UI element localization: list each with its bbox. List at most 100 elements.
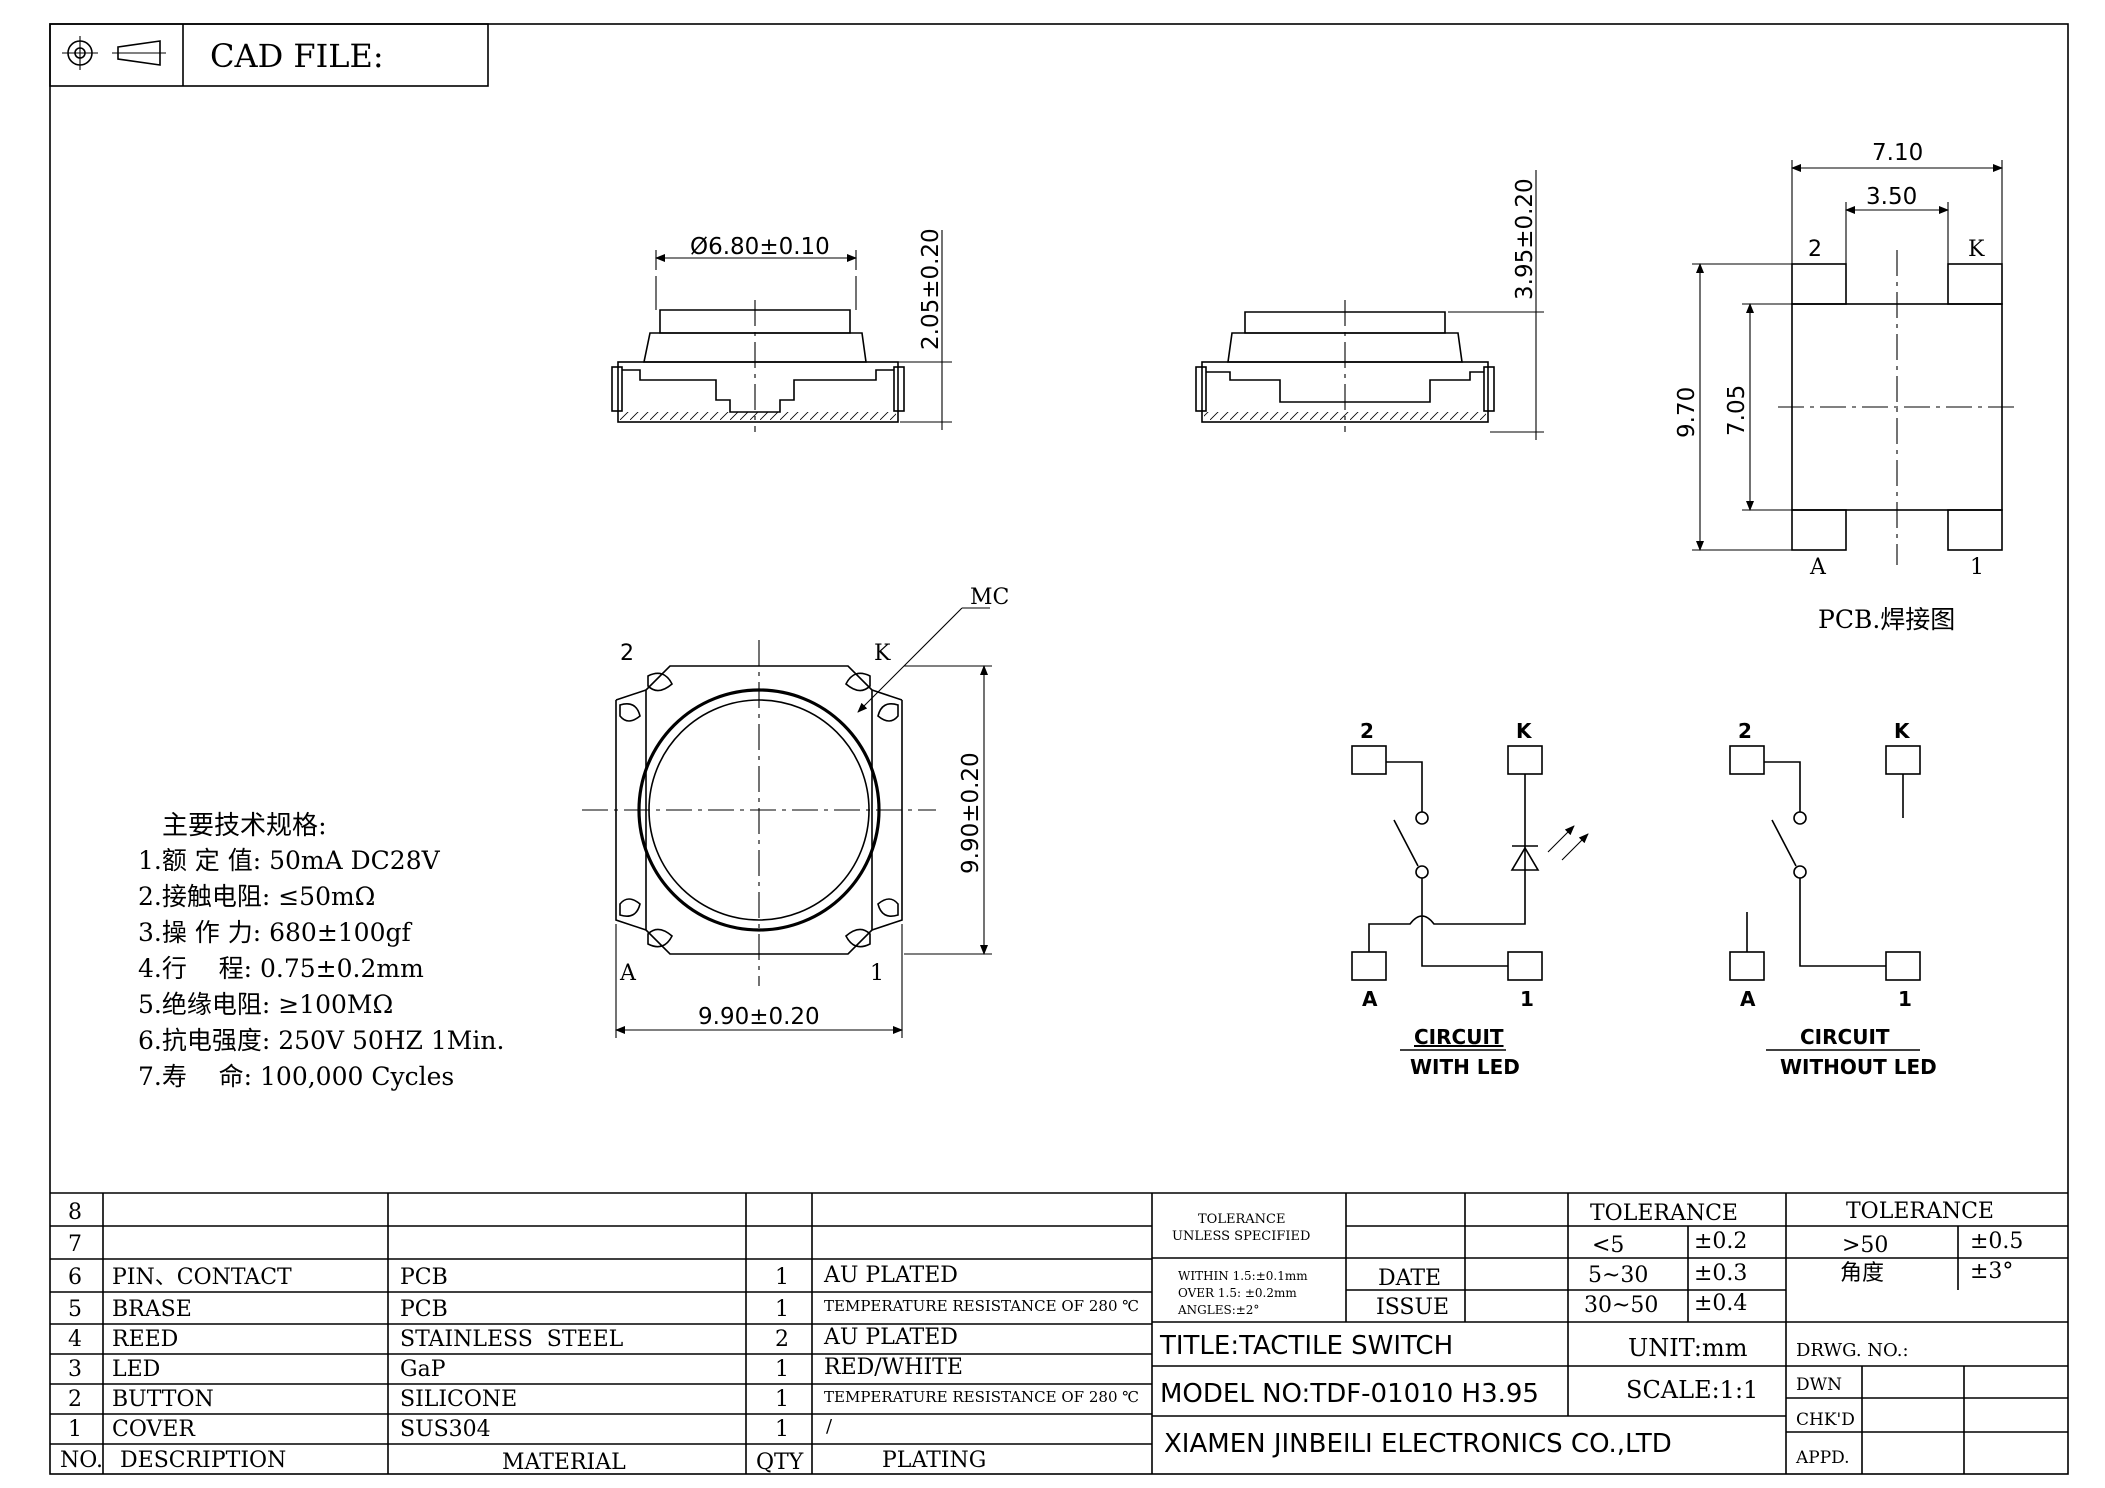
spec-item: 3.操 作 力: 680±100gf (138, 918, 413, 947)
bom-no: 1 (68, 1417, 82, 1442)
circuit-noled-pin-2: 2 (1738, 719, 1752, 743)
pcb-caption: PCB.焊接图 (1818, 605, 1955, 634)
bom-plating: TEMPERATURE RESISTANCE OF 280 ℃ (824, 1297, 1139, 1315)
bom-description: LED (112, 1357, 160, 1382)
dim-diameter: Ø6.80±0.10 (690, 234, 830, 260)
plan-view: MC 2 K A 1 9.90±0.20 9.90±0.20 (582, 585, 1009, 1038)
circuit-noled-title-2: WITHOUT LED (1780, 1055, 1937, 1079)
circuit-noled-pin-1: 1 (1898, 987, 1912, 1011)
bom-plating: / (826, 1416, 833, 1437)
circuit-led-title-1: CIRCUIT (1414, 1025, 1504, 1049)
corner-contacts (619, 672, 899, 948)
tolerance-label-1: TOLERANCE (1590, 1201, 1738, 1226)
bom-no: 8 (68, 1200, 82, 1225)
bom-no: 7 (68, 1232, 82, 1257)
table-row: 1 COVER SUS304 1 / (68, 1416, 833, 1442)
bom-plating: AU PLATED (823, 1263, 958, 1288)
bom-no: 5 (68, 1297, 82, 1322)
model-text: MODEL NO:TDF-01010 H3.95 (1160, 1379, 1539, 1409)
unit-text: UNIT:mm (1628, 1334, 1748, 1362)
spec-item: 2.接触电阻: ≤50mΩ (138, 882, 375, 911)
dwn-label: DWN (1796, 1375, 1842, 1395)
plan-pin-1: 1 (870, 961, 884, 986)
bom-qty: 1 (775, 1357, 789, 1382)
circuit-noled-pin-k: K (1894, 719, 1911, 743)
bom-plating: AU PLATED (823, 1325, 958, 1350)
bom-no: 3 (68, 1357, 82, 1382)
spec-title: 主要技术规格: (162, 811, 327, 841)
bom-plating: TEMPERATURE RESISTANCE OF 280 ℃ (824, 1388, 1139, 1406)
company-name: XIAMEN JINBEILI ELECTRONICS CO.,LTD (1164, 1429, 1672, 1459)
pcb-pin-1: 1 (1970, 555, 1984, 580)
projection-symbol-icon (62, 36, 166, 70)
spec-item: 5.绝缘电阻: ≥100MΩ (138, 990, 393, 1019)
tol-gt50-value: ±0.5 (1970, 1229, 2023, 1254)
header-plating: PLATING (882, 1448, 986, 1473)
bom-qty: 1 (775, 1417, 789, 1442)
chkd-label: CHK'D (1796, 1410, 1855, 1430)
bom-no: 6 (68, 1265, 82, 1290)
title-block: TOLERANCE UNLESS SPECIFIED WITHIN 1.5:±0… (1152, 1193, 2068, 1474)
dim-pcb-width-total: 7.10 (1872, 140, 1923, 166)
front-view: Ø6.80±0.10 2.05±0.20 (611, 228, 952, 432)
table-row: 6 PIN、CONTACT PCB 1 AU PLATED (68, 1263, 958, 1290)
dim-pcb-height-inner: 7.05 (1724, 385, 1750, 436)
side-view: 3.95±0.20 (1195, 170, 1544, 440)
bom-description: BUTTON (112, 1387, 214, 1412)
bom-no: 2 (68, 1387, 82, 1412)
dim-plan-width: 9.90±0.20 (698, 1004, 820, 1030)
date-label: DATE (1378, 1266, 1441, 1291)
plan-pin-k: K (874, 641, 891, 666)
tol-within: WITHIN 1.5:±0.1mm (1178, 1269, 1308, 1283)
bom-qty: 1 (775, 1297, 789, 1322)
bom-description: BRASE (112, 1297, 192, 1322)
bom-material: SUS304 (400, 1417, 491, 1442)
spec-item: 6.抗电强度: 250V 50HZ 1Min. (138, 1026, 504, 1055)
circuit-noled-title-1: CIRCUIT (1800, 1025, 1890, 1049)
spec-list: 主要技术规格: 1.额 定 值: 50mA DC28V 2.接触电阻: ≤50m… (138, 811, 504, 1091)
dim-height-395: 3.95±0.20 (1512, 178, 1538, 300)
tol-value: ±0.2 (1694, 1229, 1747, 1254)
bom-description: PIN、CONTACT (112, 1265, 292, 1290)
circuit-without-led: 2 K A 1 CIRCUIT WITHOUT LED (1729, 719, 1937, 1079)
pcb-pin-a: A (1809, 555, 1827, 580)
header-material: MATERIAL (502, 1450, 626, 1475)
bom-no: 4 (68, 1327, 82, 1352)
cad-file-header: CAD FILE: (49, 23, 489, 87)
circuit-led-title-2: WITH LED (1410, 1055, 1520, 1079)
tol-angles: ANGLES:±2° (1177, 1303, 1259, 1317)
bom-description: REED (112, 1327, 178, 1352)
drwg-no-label: DRWG. NO.: (1796, 1340, 1909, 1361)
mc-label: MC (970, 585, 1009, 610)
tol-over: OVER 1.5: ±0.2mm (1178, 1286, 1297, 1300)
bom-qty: 1 (775, 1265, 789, 1290)
dim-plan-height: 9.90±0.20 (958, 752, 984, 874)
bom-material: PCB (400, 1297, 448, 1322)
spec-item: 4.行 程: 0.75±0.2mm (138, 954, 424, 983)
dim-height-205: 2.05±0.20 (918, 228, 944, 350)
bom-plating: RED/WHITE (824, 1355, 963, 1380)
appd-label: APPD. (1795, 1448, 1850, 1468)
scale-text: SCALE:1:1 (1626, 1376, 1758, 1404)
header-no: NO. (60, 1448, 103, 1473)
cad-file-label: CAD FILE: (210, 37, 384, 75)
bom-qty: 1 (775, 1387, 789, 1412)
table-header: NO. DESCRIPTION MATERIAL QTY PLATING (60, 1448, 986, 1475)
angle-value: ±3° (1970, 1259, 2013, 1284)
bom-material: STAINLESS STEEL (400, 1327, 624, 1352)
tol-value: ±0.3 (1694, 1261, 1747, 1286)
tol-unless-1: TOLERANCE (1198, 1212, 1285, 1227)
bom-material: PCB (400, 1265, 448, 1290)
table-row: 3 LED GaP 1 RED/WHITE (68, 1355, 963, 1382)
circuit-noled-pin-a: A (1740, 987, 1756, 1011)
spec-item: 7.寿 命: 100,000 Cycles (138, 1062, 454, 1091)
tol-gt50: >50 (1842, 1233, 1888, 1258)
tol-unless-2: UNLESS SPECIFIED (1172, 1229, 1310, 1244)
circuit-with-led: 2 K A 1 CIRCUIT WITH LED (1351, 719, 1589, 1079)
dim-pcb-height-total: 9.70 (1674, 387, 1700, 438)
dim-pcb-width-inner: 3.50 (1866, 184, 1917, 210)
angle-label: 角度 (1840, 1261, 1884, 1286)
plan-pin-2: 2 (620, 641, 634, 666)
table-row: 5 BRASE PCB 1 TEMPERATURE RESISTANCE OF … (68, 1297, 1139, 1322)
